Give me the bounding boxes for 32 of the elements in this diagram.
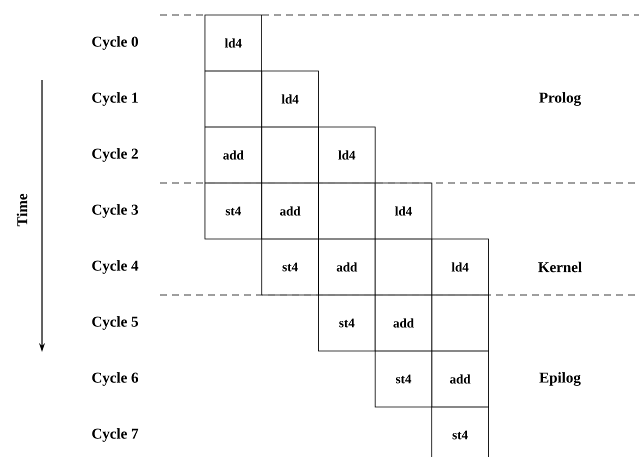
instruction-cell: ld4: [204, 14, 262, 72]
cycle-label: Cycle 7: [92, 428, 138, 442]
instruction-cell: add: [431, 350, 489, 408]
cycle-label: Cycle 0: [92, 36, 138, 50]
instruction-cell: add: [318, 238, 376, 296]
phase-label: Kernel: [538, 262, 582, 272]
cycle-label: Cycle 3: [92, 204, 138, 218]
instruction-cell: ld4: [261, 70, 319, 128]
axis-label: Time: [16, 194, 28, 226]
instruction-cell: ld4: [374, 182, 432, 240]
cycle-label: Cycle 4: [92, 260, 138, 274]
cycle-label: Cycle 2: [92, 148, 138, 162]
empty-cell: [374, 238, 432, 296]
instruction-cell: add: [374, 294, 432, 352]
instruction-cell: st4: [431, 406, 489, 457]
empty-cell: [261, 126, 319, 184]
empty-cell: [318, 182, 376, 240]
instruction-cell: st4: [204, 182, 262, 240]
empty-cell: [204, 70, 262, 128]
phase-label: Prolog: [539, 92, 581, 106]
instruction-cell: ld4: [431, 238, 489, 296]
instruction-cell: st4: [261, 238, 319, 296]
cycle-label: Cycle 1: [92, 92, 138, 106]
instruction-cell: ld4: [318, 126, 376, 184]
instruction-cell: add: [261, 182, 319, 240]
cycle-label: Cycle 5: [92, 316, 138, 330]
cycle-label: Cycle 6: [92, 372, 138, 386]
phase-label: Epilog: [539, 372, 581, 386]
instruction-cell: st4: [318, 294, 376, 352]
empty-cell: [431, 294, 489, 352]
instruction-cell: add: [204, 126, 262, 184]
instruction-cell: st4: [374, 350, 432, 408]
